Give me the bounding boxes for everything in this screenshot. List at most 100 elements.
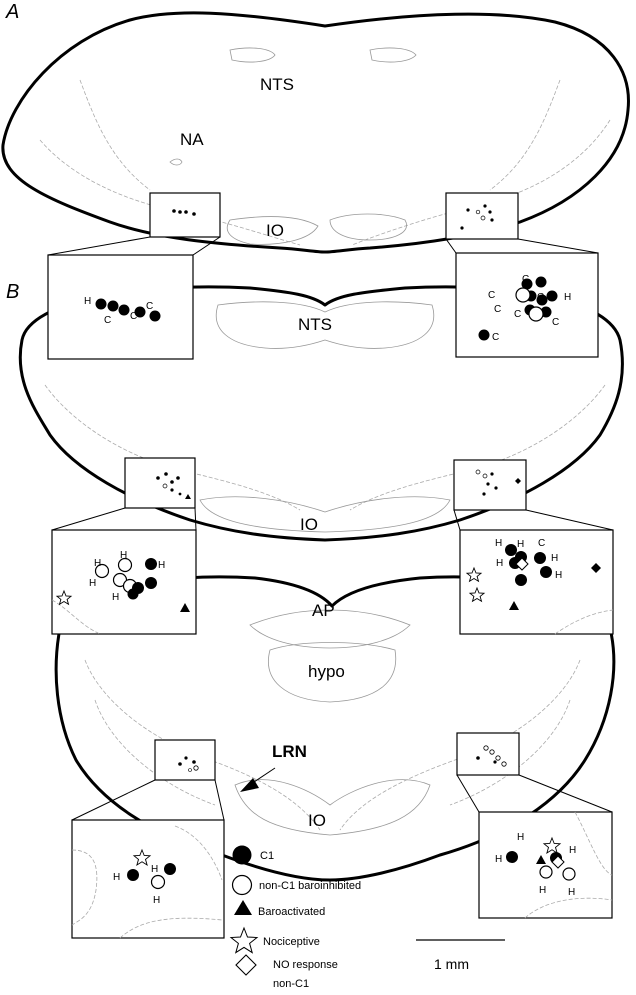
h-label: H bbox=[517, 832, 524, 843]
nociceptive-star-marker bbox=[132, 848, 152, 867]
legend-item-non-c1: non-C1 baroinhibited bbox=[231, 874, 361, 896]
h-label: H bbox=[496, 558, 503, 569]
c1-marker bbox=[546, 290, 558, 302]
c-label: C bbox=[514, 309, 521, 320]
legend-no-response-label-1: NO response bbox=[273, 959, 338, 971]
io-label-b: IO bbox=[300, 515, 318, 534]
c1-marker bbox=[95, 298, 107, 310]
h-label: H bbox=[555, 570, 562, 581]
c-label: C bbox=[537, 292, 544, 303]
inset-a-left-content: H C C C bbox=[84, 296, 161, 326]
site-dots-c-right bbox=[476, 745, 507, 767]
inset-c-right bbox=[478, 811, 613, 919]
legend-item-baroactivated: Baroactivated bbox=[234, 900, 325, 918]
c1-marker bbox=[145, 558, 157, 570]
c-label: C bbox=[130, 311, 137, 322]
inset-a-right-content: C C C C C H C C bbox=[478, 274, 571, 343]
panel-label-a: A bbox=[5, 1, 19, 23]
baroactivated-marker bbox=[180, 603, 190, 612]
h-label: H bbox=[517, 539, 524, 550]
no-response-marker-filled bbox=[591, 563, 601, 573]
inset-b-right bbox=[459, 529, 614, 635]
c1-marker bbox=[540, 566, 552, 578]
c1-marker bbox=[478, 329, 490, 341]
non-c1-marker bbox=[515, 287, 531, 303]
site-dots-b-left bbox=[156, 472, 191, 499]
na-label: NA bbox=[180, 130, 204, 149]
h-label: H bbox=[84, 296, 91, 307]
non-c1-legend-symbol bbox=[231, 874, 253, 896]
nociceptive-star-marker bbox=[465, 566, 483, 583]
lrn-label: LRN bbox=[272, 742, 307, 761]
c-label: C bbox=[552, 317, 559, 328]
c1-marker bbox=[515, 574, 527, 586]
c1-marker bbox=[107, 300, 119, 312]
c1-marker bbox=[535, 276, 547, 288]
legend-nociceptive-label: Nociceptive bbox=[263, 936, 320, 948]
c1-marker bbox=[164, 863, 176, 875]
nts-label-a: NTS bbox=[260, 75, 294, 94]
inset-b-right-content: H H C H H H bbox=[465, 538, 614, 635]
c1-marker bbox=[127, 869, 139, 881]
c1-marker bbox=[134, 306, 146, 318]
nociceptive-star-marker bbox=[542, 836, 562, 855]
c1-marker bbox=[506, 851, 518, 863]
c-label: C bbox=[488, 290, 495, 301]
h-label: H bbox=[113, 872, 120, 883]
c-label: C bbox=[494, 304, 501, 315]
c1-marker bbox=[505, 544, 517, 556]
c1-legend-symbol bbox=[232, 845, 252, 865]
nociceptive-star-marker bbox=[468, 586, 486, 603]
non-c1-marker bbox=[528, 306, 544, 322]
site-box-a-left bbox=[149, 192, 221, 238]
c1-marker bbox=[534, 552, 546, 564]
c-label: C bbox=[146, 301, 153, 312]
c-label: C bbox=[104, 315, 111, 326]
inset-b-left-content: H H H H H bbox=[51, 550, 190, 635]
site-box-c-right bbox=[456, 732, 520, 776]
site-dots-a-left bbox=[172, 209, 196, 216]
inset-c-left-content: H H H bbox=[71, 825, 223, 939]
site-box-b-right bbox=[453, 459, 527, 511]
nociceptive-legend-symbol bbox=[229, 926, 259, 954]
lrn-arrow bbox=[240, 767, 276, 792]
no-response-marker bbox=[551, 855, 565, 869]
legend-non-c1-label: non-C1 baroinhibited bbox=[259, 880, 361, 892]
panel-label-b: B bbox=[6, 281, 19, 303]
h-label: H bbox=[153, 895, 160, 906]
site-box-c-left bbox=[154, 739, 216, 781]
legend-item-nociceptive: Nociceptive bbox=[229, 926, 320, 954]
c1-marker bbox=[118, 304, 130, 316]
inset-c-left bbox=[71, 819, 225, 939]
ap-label: AP bbox=[312, 601, 335, 620]
h-label: H bbox=[539, 885, 546, 896]
io-label-a: IO bbox=[266, 221, 284, 240]
h-label: H bbox=[495, 538, 502, 549]
panel-a: A NTS NA IO H C C C bbox=[1, 1, 630, 360]
c-label: C bbox=[492, 332, 499, 343]
h-label: H bbox=[94, 558, 101, 569]
no-response-legend-symbol bbox=[235, 954, 257, 976]
scale-bar: 1 mm bbox=[416, 939, 505, 972]
site-dots-c-left bbox=[178, 756, 199, 772]
non-c1-marker bbox=[562, 867, 576, 881]
inset-c-right-content: H H H H H bbox=[495, 811, 613, 919]
h-label: H bbox=[564, 292, 571, 303]
legend-item-no-response: NO response non-C1 bbox=[235, 954, 338, 990]
baroactivated-marker bbox=[509, 601, 519, 610]
site-dots-b-right bbox=[475, 469, 521, 496]
h-label: H bbox=[120, 550, 127, 561]
legend-c1-label: C1 bbox=[260, 850, 274, 862]
h-label: H bbox=[569, 845, 576, 856]
c-label: C bbox=[538, 538, 545, 549]
legend-no-response-label-2: non-C1 bbox=[273, 978, 309, 990]
h-label: H bbox=[495, 854, 502, 865]
h-label: H bbox=[568, 887, 575, 898]
non-c1-marker bbox=[117, 557, 133, 573]
hypo-label: hypo bbox=[308, 662, 345, 681]
nts-label-b: NTS bbox=[298, 315, 332, 334]
site-dots-a-right bbox=[460, 204, 494, 230]
h-label: H bbox=[551, 553, 558, 564]
inset-a-right bbox=[455, 252, 599, 358]
